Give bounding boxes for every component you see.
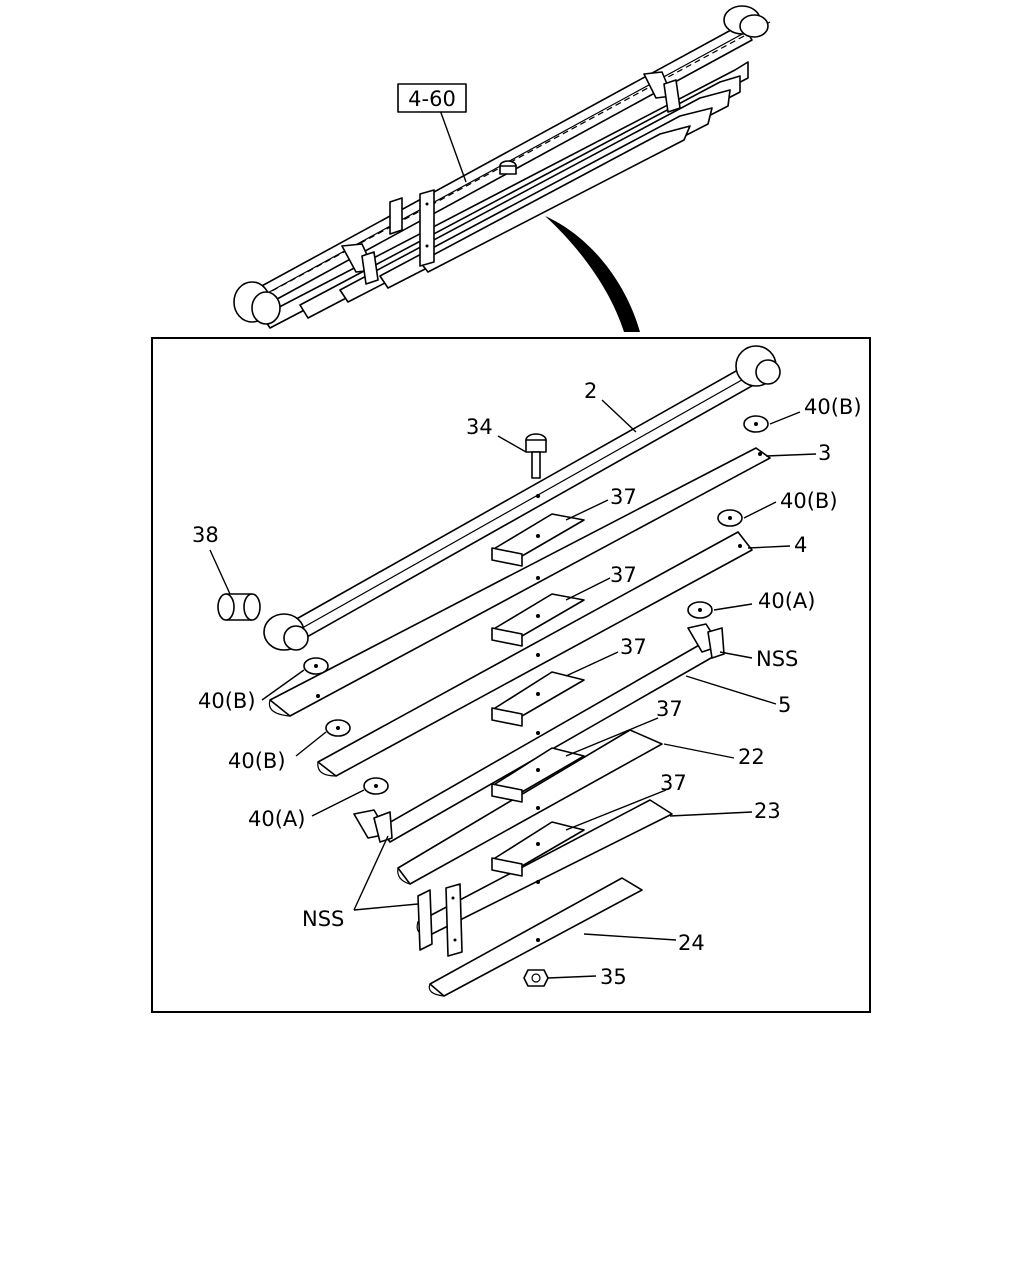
label-37-3: 37	[620, 635, 647, 659]
reference-box	[397, 83, 467, 113]
label-22: 22	[738, 745, 765, 769]
label-40a-1: 40(A)	[758, 589, 815, 613]
assembled-leaf-spring: 4-60	[233, 5, 771, 329]
label-24: 24	[678, 931, 705, 955]
label-nss-2: NSS	[302, 907, 344, 931]
label-40b-2: 40(B)	[780, 489, 838, 513]
main-leaf-2	[263, 345, 781, 651]
reference-label: 4-60	[408, 87, 456, 111]
bushing-38	[217, 593, 261, 621]
leaf-4	[317, 531, 753, 777]
label-34: 34	[466, 415, 493, 439]
label-40b-4: 40(B)	[228, 749, 286, 773]
label-5: 5	[778, 693, 791, 717]
liners-37	[491, 513, 585, 877]
label-2: 2	[584, 379, 597, 403]
label-40b-1: 40(B)	[804, 395, 862, 419]
label-3: 3	[818, 441, 831, 465]
label-40b-3: 40(B)	[198, 689, 256, 713]
detail-frame	[151, 337, 871, 1013]
label-38: 38	[192, 523, 219, 547]
label-37-1: 37	[610, 485, 637, 509]
label-nss-1: NSS	[756, 647, 798, 671]
label-35: 35	[600, 965, 627, 989]
leaf-24	[428, 877, 643, 997]
detail-arrow	[545, 216, 640, 332]
label-37-5: 37	[660, 771, 687, 795]
leaf-22	[397, 729, 663, 885]
nss-plates	[417, 883, 463, 957]
leaf-3	[268, 447, 771, 717]
part-labels: 2 34 40(B) 3 37 38 40(B) 37 4 40(A) 37 N…	[192, 379, 862, 989]
label-23: 23	[754, 799, 781, 823]
leader-lines	[209, 399, 817, 979]
nut-35	[523, 969, 549, 987]
label-37-4: 37	[656, 697, 683, 721]
label-40a-2: 40(A)	[248, 807, 305, 831]
center-bolt-34	[525, 433, 547, 479]
label-37-2: 37	[610, 563, 637, 587]
label-4: 4	[794, 533, 807, 557]
washers-40	[303, 415, 769, 795]
